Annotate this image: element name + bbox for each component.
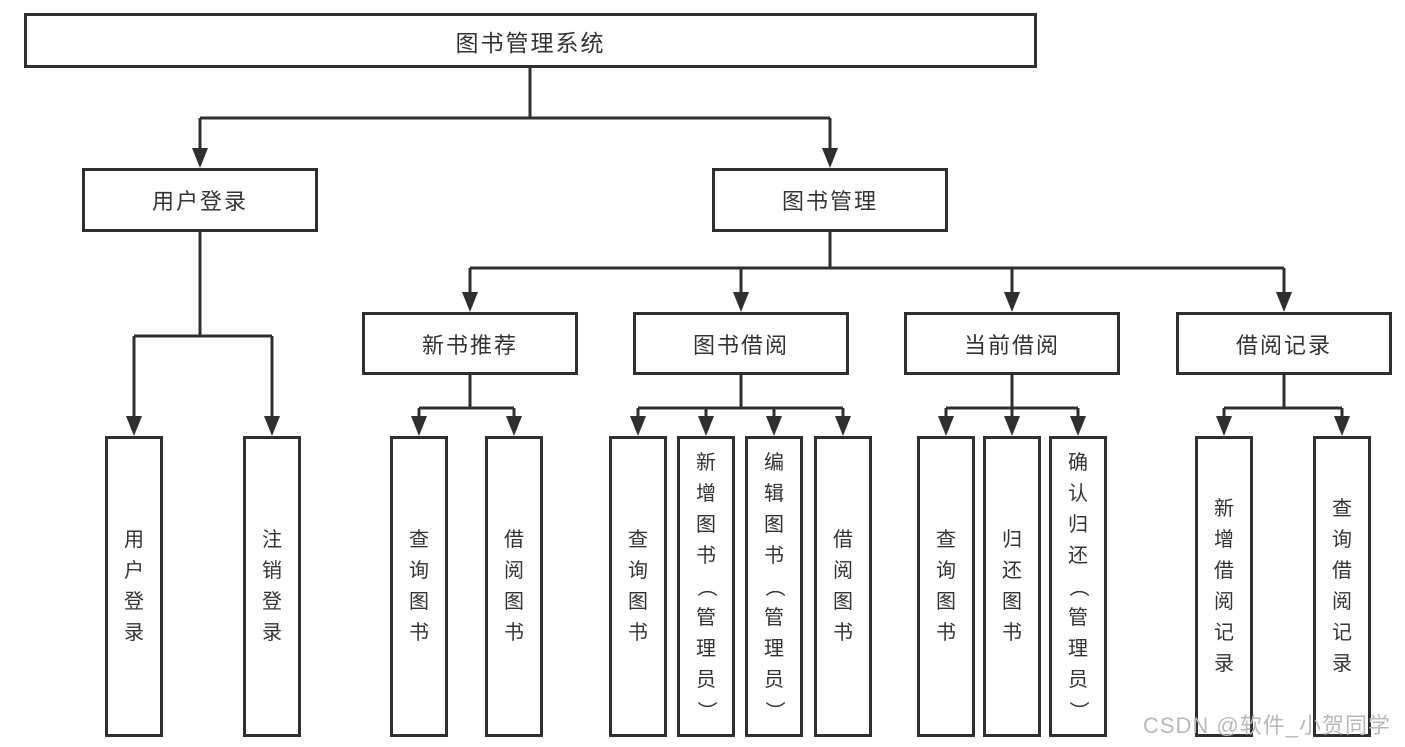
leaf-label: 借阅图书 — [833, 529, 853, 644]
node-book-management: 图书管理 — [712, 168, 948, 232]
leaf-borrow-book: 借阅图书 — [485, 436, 543, 737]
leaf-label: 注销登录 — [262, 529, 282, 644]
node-borrowing-records: 借阅记录 — [1176, 312, 1392, 375]
arrowhead — [835, 416, 851, 436]
node-label: 图书管理 — [781, 189, 878, 214]
node-label: 图书借阅 — [692, 332, 789, 358]
connector-sections-to-leaves — [417, 375, 1344, 422]
leaf-edit-book-admin: 编辑图书（管理员） — [745, 436, 803, 737]
leaf-label: 查询图书 — [936, 529, 956, 644]
leaf-label: 编辑图书（管理员） — [763, 451, 785, 721]
leaf-query-book: 查询图书 — [917, 436, 975, 737]
arrowhead — [766, 416, 782, 436]
arrowhead — [411, 416, 427, 436]
connector-userlogin-to-leaves — [132, 232, 274, 420]
leaf-user-login: 用户登录 — [105, 436, 163, 737]
leaf-borrow-book: 借阅图书 — [814, 436, 872, 737]
leaf-label: 确认归还（管理员） — [1067, 451, 1089, 721]
leaf-label: 借阅图书 — [504, 529, 524, 644]
arrowhead — [698, 416, 714, 436]
node-label: 用户登录 — [151, 189, 248, 214]
arrowhead — [1216, 416, 1232, 436]
leaf-label: 用户登录 — [124, 529, 144, 644]
arrowhead — [1004, 292, 1020, 312]
arrowhead — [264, 416, 280, 436]
arrowhead — [822, 148, 838, 168]
arrowhead — [462, 292, 478, 312]
arrowhead — [1276, 292, 1292, 312]
node-label: 图书管理系统 — [455, 29, 606, 56]
node-new-book-recommendation: 新书推荐 — [362, 312, 578, 375]
leaf-label: 新增借阅记录 — [1214, 498, 1234, 675]
leaf-label: 查询图书 — [409, 529, 429, 644]
arrowhead — [506, 416, 522, 436]
leaf-confirm-return-admin: 确认归还（管理员） — [1049, 436, 1107, 737]
leaf-query-book: 查询图书 — [390, 436, 448, 737]
leaf-add-borrow-record: 新增借阅记录 — [1195, 436, 1253, 737]
leaf-add-book-admin: 新增图书（管理员） — [677, 436, 735, 737]
leaf-return-book: 归还图书 — [983, 436, 1041, 737]
node-user-login: 用户登录 — [82, 168, 318, 232]
leaf-query-borrow-record: 查询借阅记录 — [1313, 436, 1371, 737]
node-label: 新书推荐 — [421, 332, 518, 358]
leaf-label: 归还图书 — [1002, 529, 1022, 644]
arrowhead — [938, 416, 954, 436]
arrowhead — [126, 416, 142, 436]
leaf-label: 查询图书 — [628, 529, 648, 644]
arrowhead — [1004, 416, 1020, 436]
arrowhead — [733, 292, 749, 312]
arrowhead — [192, 148, 208, 168]
arrowhead — [630, 416, 646, 436]
leaf-label: 新增图书（管理员） — [695, 451, 717, 721]
node-current-borrowing: 当前借阅 — [904, 312, 1120, 375]
csdn-watermark: CSDN @软件_小贺同学 — [1142, 713, 1391, 738]
leaf-label: 查询借阅记录 — [1332, 498, 1352, 675]
arrowhead — [1334, 416, 1350, 436]
node-label: 借阅记录 — [1235, 332, 1332, 358]
leaf-logout: 注销登录 — [243, 436, 301, 737]
connector-root-to-level2 — [198, 68, 832, 150]
node-label: 当前借阅 — [963, 332, 1060, 358]
node-book-management-system: 图书管理系统 — [24, 13, 1037, 68]
arrowhead — [1070, 416, 1086, 436]
connector-bookmgmt-to-sections — [468, 232, 1286, 294]
leaf-query-book: 查询图书 — [609, 436, 667, 737]
node-book-borrowing: 图书借阅 — [633, 312, 849, 375]
